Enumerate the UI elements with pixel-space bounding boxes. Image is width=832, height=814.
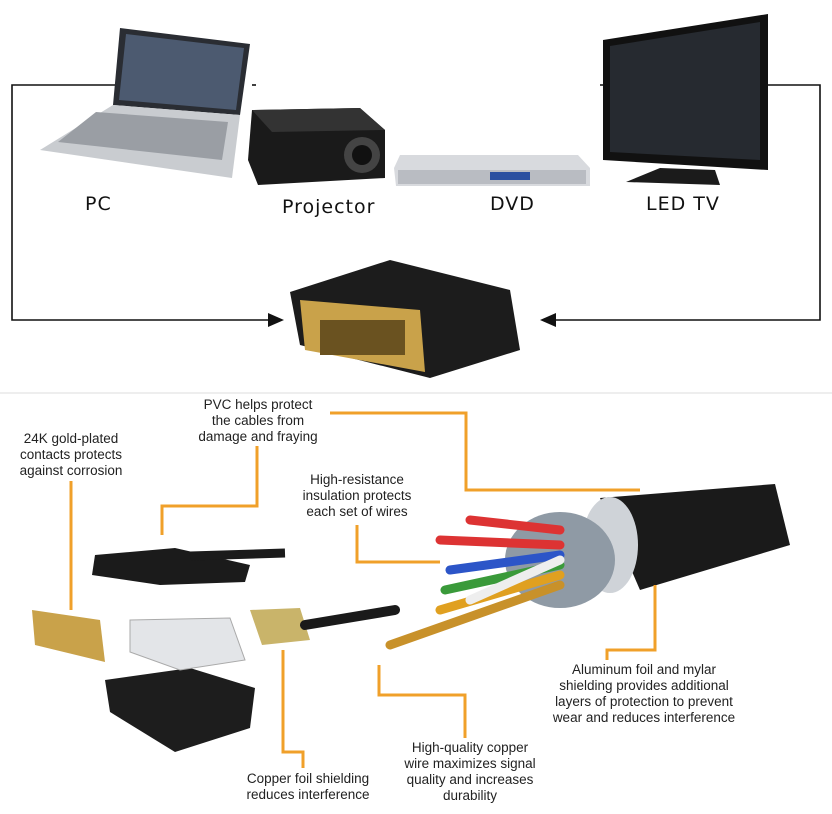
- callout-copper-foil: Copper foil shielding reduces interferen…: [230, 771, 386, 803]
- copper-wire-line: [377, 665, 467, 738]
- wires: [385, 515, 565, 650]
- callout-line-text: contacts protects: [19, 447, 123, 462]
- callout-line-text: quality and increases: [406, 772, 534, 787]
- pvc-line-b: [160, 446, 259, 535]
- callout-line-text: reduces interference: [246, 787, 370, 802]
- metal-shield: [129, 617, 246, 671]
- insulation-line: [355, 525, 440, 564]
- callout-line-text: insulation protects: [302, 488, 412, 503]
- aluminum-line: [605, 585, 657, 660]
- callout-line-text: wear and reduces interference: [552, 710, 736, 725]
- section-divider: [0, 392, 832, 394]
- label-projector: Projector: [282, 196, 376, 218]
- arrow-right-icon: [268, 313, 284, 327]
- projector-icon: [248, 108, 385, 185]
- callout-line-text: durability: [442, 788, 498, 803]
- connector-bottom-shell: [105, 668, 255, 752]
- callout-line-text: layers of protection to prevent: [555, 694, 733, 709]
- callout-line-text: each set of wires: [306, 504, 408, 519]
- callout-line-text: 24K gold-plated: [23, 431, 119, 446]
- callout-line-text: Aluminum foil and mylar: [571, 662, 717, 677]
- callout-aluminum: Aluminum foil and mylar shielding provid…: [538, 662, 750, 726]
- label-dvd: DVD: [490, 193, 535, 215]
- callout-line-text: against corrosion: [19, 463, 123, 478]
- pvc-line-a: [330, 411, 640, 492]
- arrow-left-icon: [540, 313, 556, 327]
- dvi-hdmi-adapter-icon: [290, 260, 520, 378]
- callout-insulation: High-resistance insulation protects each…: [290, 472, 424, 520]
- connector-top-shell: [92, 548, 286, 585]
- dvd-player-icon: [394, 155, 590, 186]
- callout-gold: 24K gold-plated contacts protects agains…: [6, 431, 136, 479]
- callout-line-text: damage and fraying: [198, 429, 318, 444]
- tv-icon: [603, 14, 768, 185]
- callout-copper-wire: High-quality copper wire maximizes signa…: [395, 740, 545, 804]
- label-pc: PC: [85, 193, 112, 215]
- dvi-plug: [32, 610, 105, 662]
- callout-line-text: High-quality copper: [411, 740, 529, 755]
- callout-line-text: shielding provides additional: [559, 678, 729, 693]
- callout-line-text: Copper foil shielding: [246, 771, 370, 786]
- callout-lines: [69, 411, 657, 768]
- label-led-tv: LED TV: [646, 193, 720, 215]
- callout-line-text: PVC helps protect: [203, 397, 313, 412]
- callout-line-text: the cables from: [211, 413, 305, 428]
- callout-pvc: PVC helps protect the cables from damage…: [186, 397, 330, 445]
- copper-foil-line: [281, 650, 305, 768]
- copper-foil-shield: [250, 605, 400, 645]
- laptop-icon: [40, 28, 250, 178]
- callout-line-text: High-resistance: [310, 472, 404, 487]
- callout-line-text: wire maximizes signal: [404, 756, 536, 771]
